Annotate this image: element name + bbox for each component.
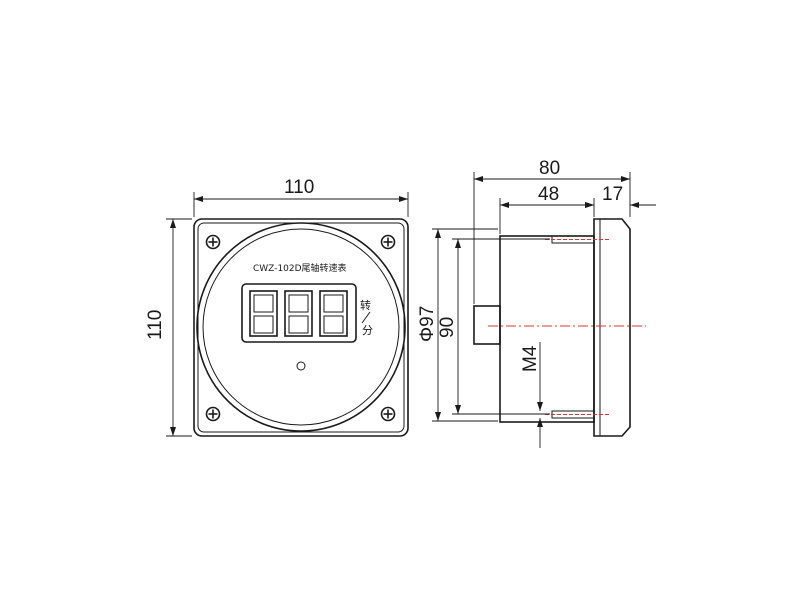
front-view: CWZ-102D尾轴转速表 转 分 (193, 218, 409, 437)
front-width-value: 110 (284, 177, 314, 198)
screw-icon (205, 406, 221, 422)
screw-icon (205, 234, 221, 250)
flange-depth-dimension: 17 (580, 184, 656, 208)
screw-icon (380, 406, 396, 422)
front-panel-inner (197, 222, 405, 433)
front-height-value: 110 (145, 310, 166, 340)
side-view (473, 218, 646, 437)
seven-segment-digit (319, 290, 348, 337)
overall-depth-dimension: 80 (473, 158, 631, 304)
unit-label-top: 转 (360, 298, 371, 312)
unit-slash (361, 311, 371, 324)
bezel-outer-ring (196, 222, 406, 432)
model-label: CWZ-102D尾轴转速表 (253, 262, 347, 274)
bezel-inner-ring (202, 228, 400, 426)
front-width-dimension: 110 (193, 177, 409, 217)
side-flange (593, 218, 631, 437)
thread-dimension: M4 (520, 342, 543, 448)
display-window (241, 283, 357, 343)
seven-segment-digit (249, 290, 278, 337)
diameter-value: Φ97 (417, 306, 438, 342)
body-depth-value: 48 (538, 184, 559, 205)
side-body (499, 235, 595, 423)
screw-icon (380, 234, 396, 250)
diameter-dimension: Φ97 (417, 228, 498, 422)
unit-label-bottom: 分 (362, 324, 373, 337)
front-panel-outer (193, 218, 409, 437)
overall-depth-value: 80 (539, 158, 560, 179)
indicator-hole (296, 361, 306, 371)
seven-segment-digit (284, 290, 313, 337)
front-height-dimension: 110 (145, 218, 192, 437)
body-depth-dimension: 48 (499, 184, 595, 234)
rear-connector (473, 305, 501, 345)
height-dimension: 90 (437, 238, 550, 415)
flange-depth-value: 17 (602, 184, 623, 205)
height-value: 90 (437, 317, 458, 338)
thread-value: M4 (520, 345, 541, 372)
